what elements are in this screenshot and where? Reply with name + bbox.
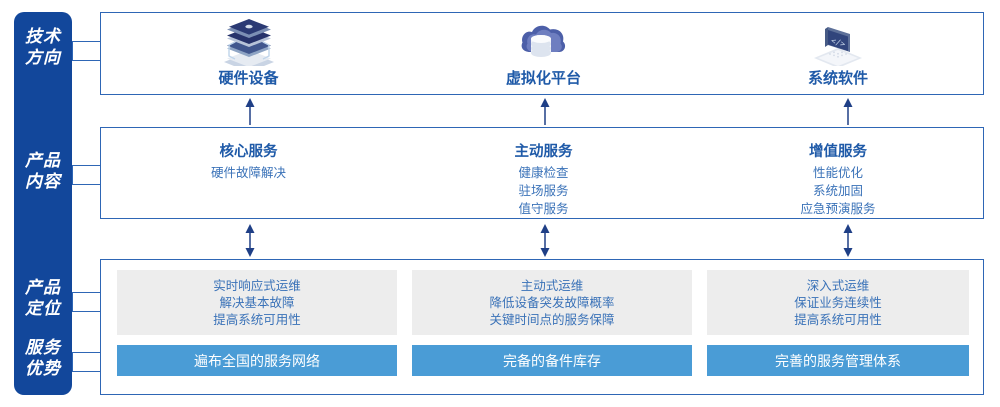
connector-service-advantage: [72, 352, 103, 372]
technology-cell-system-software[interactable]: </> 系统软件: [691, 13, 985, 96]
positioning-item: 深入式运维: [806, 279, 870, 293]
advantage-bar-spare-parts[interactable]: 完备的备件库存: [412, 345, 692, 376]
up-arrow-virtualization: [538, 98, 552, 130]
sidebar-label-line: 内容: [25, 172, 61, 191]
content-item: 健康检查: [518, 166, 569, 180]
content-item: 驻场服务: [518, 184, 569, 198]
sidebar-label-line: 技术: [25, 27, 61, 46]
sidebar-label-line: 产品: [25, 151, 61, 170]
advantage-bar-management-system[interactable]: 完善的服务管理体系: [707, 345, 969, 376]
advantage-bar-service-network[interactable]: 遍布全国的服务网络: [117, 345, 397, 376]
content-title: 主动服务: [514, 144, 573, 160]
positioning-advantage-panel: 实时响应式运维 解决基本故障 提高系统可用性 主动式运维 降低设备突发故障概率 …: [100, 259, 984, 395]
positioning-card-active[interactable]: 主动式运维 降低设备突发故障概率 关键时间点的服务保障: [412, 270, 692, 335]
positioning-item: 提高系统可用性: [794, 313, 882, 327]
technology-direction-panel: 硬件设备 虚拟化平台: [100, 12, 984, 95]
svg-text:</>: </>: [830, 36, 847, 49]
content-cell-value-added-service[interactable]: 增值服务 性能优化 系统加固 应急预演服务: [691, 128, 985, 220]
sidebar-item-product-content[interactable]: 产品 内容: [14, 150, 72, 192]
content-cell-core-service[interactable]: 核心服务 硬件故障解决: [101, 128, 396, 220]
positioning-card-deep[interactable]: 深入式运维 保证业务连续性 提高系统可用性: [707, 270, 969, 335]
advantage-label: 完善的服务管理体系: [775, 352, 901, 369]
advantage-label: 遍布全国的服务网络: [194, 352, 320, 369]
technology-name: 虚拟化平台: [505, 70, 581, 87]
positioning-item: 解决基本故障: [219, 296, 295, 310]
sidebar-item-technology-direction[interactable]: 技术 方向: [14, 26, 72, 68]
up-arrow-system-software: [841, 98, 855, 130]
content-cell-active-service[interactable]: 主动服务 健康检查 驻场服务 值守服务: [396, 128, 691, 220]
sidebar-label-line: 方向: [25, 48, 61, 67]
sidebar-label-line: 定位: [25, 299, 61, 318]
cloud-database-icon: [396, 18, 691, 66]
positioning-item: 提高系统可用性: [213, 313, 301, 327]
sidebar-label-line: 产品: [25, 278, 61, 297]
advantage-label: 完备的备件库存: [503, 352, 601, 369]
content-item: 系统加固: [812, 184, 863, 198]
sidebar-label-line: 优势: [25, 359, 61, 378]
content-item: 值守服务: [518, 202, 569, 216]
connector-product-positioning: [72, 292, 103, 312]
content-item: 应急预演服务: [800, 202, 876, 216]
sidebar-item-product-positioning[interactable]: 产品 定位: [14, 277, 72, 319]
technology-name: 硬件设备: [218, 70, 279, 87]
up-arrow-hardware: [243, 98, 257, 130]
sidebar-label-line: 服务: [25, 338, 61, 357]
server-stack-icon: [101, 18, 396, 66]
content-title: 增值服务: [809, 144, 867, 160]
connector-technology-direction: [72, 41, 103, 61]
double-arrow-active-service: [538, 224, 552, 262]
connector-product-content: [72, 165, 103, 185]
positioning-card-realtime[interactable]: 实时响应式运维 解决基本故障 提高系统可用性: [117, 270, 397, 335]
sidebar-bar: [14, 12, 72, 395]
technology-cell-virtualization[interactable]: 虚拟化平台: [396, 13, 691, 96]
product-content-panel: 核心服务 硬件故障解决 主动服务 健康检查 驻场服务 值守服务 增值服务 性能优…: [100, 127, 984, 219]
positioning-item: 主动式运维: [520, 279, 584, 293]
positioning-item: 降低设备突发故障概率: [489, 296, 615, 310]
positioning-item: 实时响应式运维: [213, 279, 301, 293]
positioning-item: 关键时间点的服务保障: [489, 313, 615, 327]
sidebar-item-service-advantage[interactable]: 服务 优势: [14, 337, 72, 379]
technology-name: 系统软件: [807, 70, 868, 87]
double-arrow-core-service: [243, 224, 257, 262]
double-arrow-value-added-service: [841, 224, 855, 262]
positioning-item: 保证业务连续性: [794, 296, 882, 310]
laptop-code-icon: </>: [691, 18, 985, 66]
content-title: 核心服务: [219, 144, 278, 160]
content-item: 硬件故障解决: [210, 166, 286, 180]
content-item: 性能优化: [812, 166, 863, 180]
technology-cell-hardware[interactable]: 硬件设备: [101, 13, 396, 96]
